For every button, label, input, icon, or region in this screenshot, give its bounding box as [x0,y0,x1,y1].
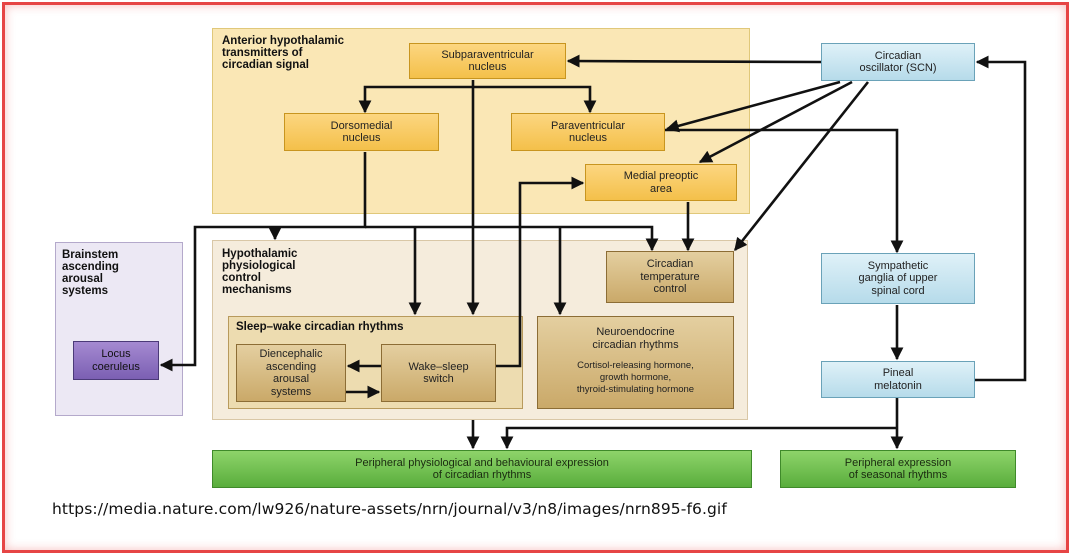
circadian-oscillator-scn-box: Circadian oscillator (SCN) [821,43,975,81]
dorsomedial-nucleus-box: Dorsomedial nucleus [284,113,439,151]
locus-coeruleus-box: Locus coeruleus [73,341,159,380]
sympathetic-ganglia-box: Sympathetic ganglia of upper spinal cord [821,253,975,304]
sleep-wake-panel-title: Sleep–wake circadian rhythms [236,321,404,333]
neuroendocrine-rhythms-box: Neuroendocrine circadian rhythms Cortiso… [537,316,734,409]
peripheral-seasonal-expression-box: Peripheral expression of seasonal rhythm… [780,450,1016,488]
source-url-caption: https://media.nature.com/lw926/nature-as… [52,500,727,518]
paraventricular-nucleus-box: Paraventricular nucleus [511,113,665,151]
peripheral-physiological-expression-box: Peripheral physiological and behavioural… [212,450,752,488]
medial-preoptic-area-box: Medial preoptic area [585,164,737,201]
pineal-melatonin-box: Pineal melatonin [821,361,975,398]
neuroendocrine-hormones: Cortisol-releasing hormone, growth hormo… [576,360,695,395]
circadian-temperature-control-box: Circadian temperature control [606,251,734,303]
wake-sleep-switch-box: Wake–sleep switch [381,344,496,402]
diencephalic-arousal-box: Diencephalic ascending arousal systems [236,344,346,402]
neuroendocrine-title: Neuroendocrine circadian rhythms [592,326,679,351]
anterior-panel-title: Anterior hypothalamic transmitters of ci… [222,35,345,71]
hypothalamic-panel-title: Hypothalamic physiological control mecha… [222,248,298,296]
subparaventricular-nucleus-box: Subparaventricular nucleus [409,43,566,79]
brainstem-panel-title: Brainstem ascending arousal systems [62,249,119,297]
